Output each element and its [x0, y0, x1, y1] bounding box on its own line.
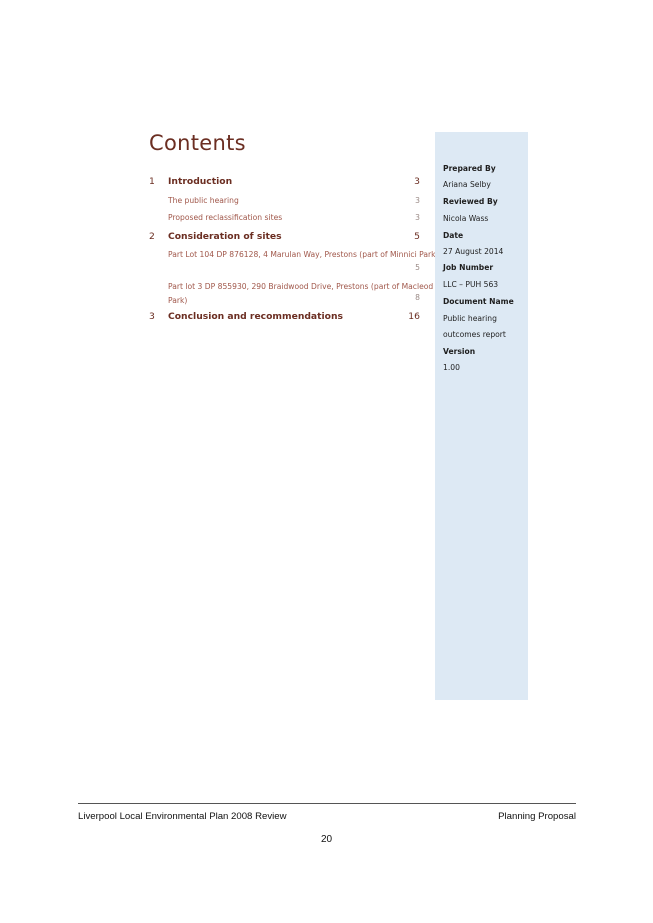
document-info-sidebar: Prepared By Ariana Selby Reviewed By Nic… — [435, 132, 528, 700]
job-number-value: LLC – PUH 563 — [443, 280, 499, 289]
toc-entry-page: 5 — [414, 231, 420, 242]
toc-entry-label: Conclusion and recommendations — [168, 311, 343, 322]
toc-entry-page: 3 — [415, 196, 420, 205]
document-name-value-line1: Public hearing — [443, 314, 497, 323]
footer-section-title: Planning Proposal — [498, 811, 576, 822]
job-number-label: Job Number — [443, 263, 494, 272]
date-label: Date — [443, 231, 464, 240]
toc-entry-label: The public hearing — [168, 196, 239, 205]
prepared-by-value: Ariana Selby — [443, 180, 491, 189]
document-name-value-line2: outcomes report — [443, 330, 506, 339]
reviewed-by-label: Reviewed By — [443, 197, 498, 206]
toc-entry-label: Introduction — [168, 176, 233, 187]
toc-entry-label: Part lot 3 DP 855930, 290 Braidwood Driv… — [168, 282, 434, 305]
toc-entry-page: 16 — [408, 311, 420, 322]
version-label: Version — [443, 347, 476, 356]
toc-entry-number: 2 — [149, 231, 155, 242]
prepared-by-label: Prepared By — [443, 164, 496, 173]
version-value: 1.00 — [443, 363, 460, 372]
document-name-label: Document Name — [443, 297, 514, 306]
date-value: 27 August 2014 — [443, 247, 504, 256]
footer-divider — [78, 803, 576, 804]
footer-document-title: Liverpool Local Environmental Plan 2008 … — [78, 811, 287, 822]
toc-entry-number: 3 — [149, 311, 155, 322]
toc-entry-label: Consideration of sites — [168, 231, 282, 242]
toc-entry-page: 8 — [415, 293, 420, 302]
toc-entry-page: 3 — [414, 176, 420, 187]
contents-title: Contents — [149, 131, 246, 155]
toc-entry-page: 5 — [415, 263, 420, 272]
page-number: 20 — [320, 834, 333, 845]
toc-entry-number: 1 — [149, 176, 155, 187]
toc-entry-label: Proposed reclassification sites — [168, 213, 283, 222]
toc-entry-label: Part Lot 104 DP 876128, 4 Marulan Way, P… — [168, 250, 439, 259]
toc-entry-page: 3 — [415, 213, 420, 222]
reviewed-by-value: Nicola Wass — [443, 214, 489, 223]
